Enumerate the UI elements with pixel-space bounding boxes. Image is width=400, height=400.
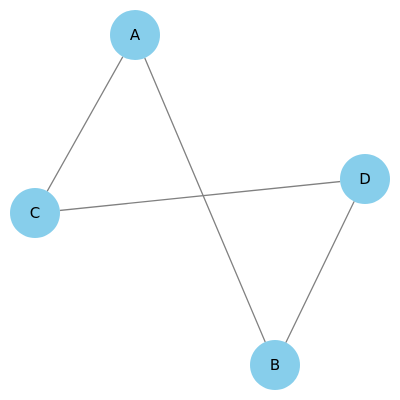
node-d: D [340, 154, 390, 204]
node-a: A [110, 10, 160, 60]
node-c: C [10, 188, 60, 238]
node-b: B [250, 340, 300, 390]
edge-a-b [144, 57, 266, 343]
edges-layer [46, 56, 355, 343]
node-label: B [270, 356, 280, 374]
edge-d-b [285, 201, 355, 343]
node-label: C [30, 204, 40, 222]
edge-a-c [46, 56, 124, 192]
node-circle [250, 340, 300, 390]
node-circle [10, 188, 60, 238]
node-circle [110, 10, 160, 60]
node-label: A [130, 26, 141, 44]
node-circle [340, 154, 390, 204]
node-label: D [359, 170, 371, 188]
nodes-layer: A B C D [10, 10, 390, 390]
edge-c-d [59, 180, 341, 212]
